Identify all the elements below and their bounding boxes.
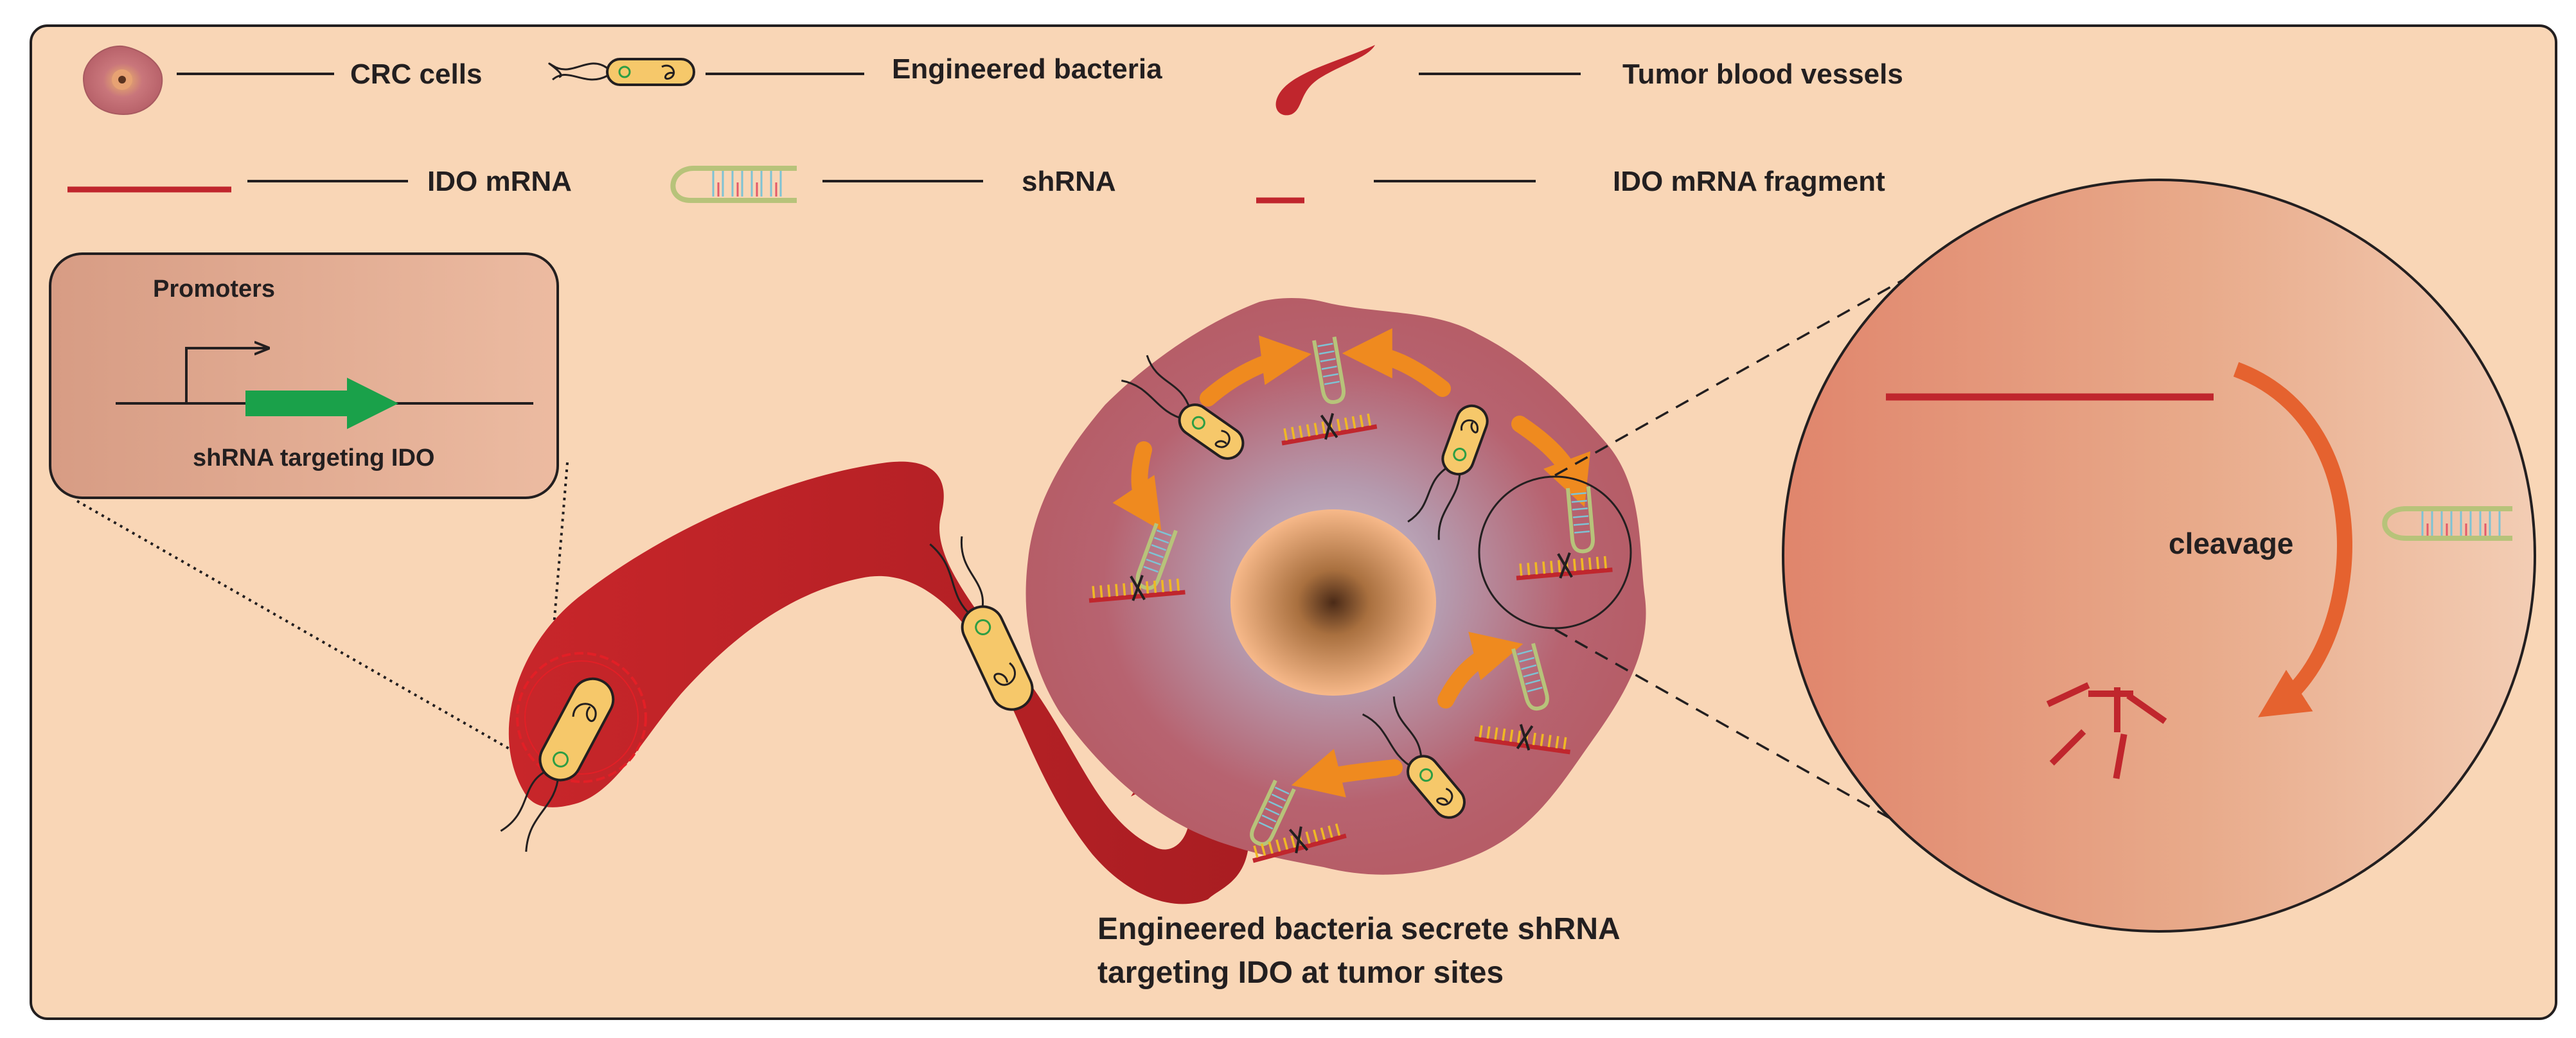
- ido-mrna-zoom: [1886, 339, 2214, 401]
- legend-label-shrna: shRNA: [1022, 166, 1116, 197]
- shrna-targeting-ido-label: shRNA targeting IDO: [193, 444, 435, 471]
- blood-vessel-legend-icon: [1275, 45, 1375, 116]
- crc-cell-icon: [82, 45, 163, 116]
- shrna-legend-icon: [670, 166, 797, 203]
- cleavage-label: cleavage: [2169, 527, 2293, 560]
- ido-mrna-legend-icon: [67, 159, 231, 193]
- legend-label-ido-mrna-fragment: IDO mRNA fragment: [1613, 166, 1885, 197]
- engineered-bacterium-in-vessel-2: [929, 536, 1034, 711]
- legend-label-engineered-bacteria: Engineered bacteria: [892, 53, 1162, 85]
- legend-label-crc-cells: CRC cells: [350, 58, 482, 90]
- bacteria-legend-icon: [548, 58, 695, 86]
- cleavage-arrow: [2233, 362, 2352, 717]
- gene-arrow-icon: [245, 378, 398, 429]
- construct-panel: Promoters shRNA targeting IDO: [49, 252, 559, 499]
- tumor-blood-vessel: [508, 461, 1250, 904]
- zoom-source-circle: [1478, 475, 1632, 629]
- highlight-dashed-circle: [516, 652, 647, 783]
- caption-line-2: targeting IDO at tumor sites: [1097, 956, 1504, 990]
- shrna-zoom-icon: [2382, 506, 2512, 541]
- legend: CRC cells Engineered bacteria Tumor bloo…: [67, 45, 1903, 204]
- highlight-inner-circle: [524, 660, 639, 775]
- tumor-nucleus: [1230, 509, 1436, 696]
- promoters-label: Promoters: [153, 276, 275, 303]
- legend-label-tumor-blood-vessels: Tumor blood vessels: [1622, 58, 1903, 90]
- mrna-fragments-zoom: [2024, 647, 2185, 779]
- caption-line-1: Engineered bacteria secrete shRNA: [1097, 912, 1621, 946]
- legend-label-ido-mrna: IDO mRNA: [427, 166, 572, 197]
- zoom-circle: [1782, 179, 2536, 933]
- engineered-bacterium-in-vessel: [500, 677, 615, 852]
- promoter-arrow-icon: [185, 348, 267, 403]
- zoom-dashed-line-top: [1554, 268, 1922, 477]
- ido-mrna-fragment-legend-icon: [1256, 148, 1304, 204]
